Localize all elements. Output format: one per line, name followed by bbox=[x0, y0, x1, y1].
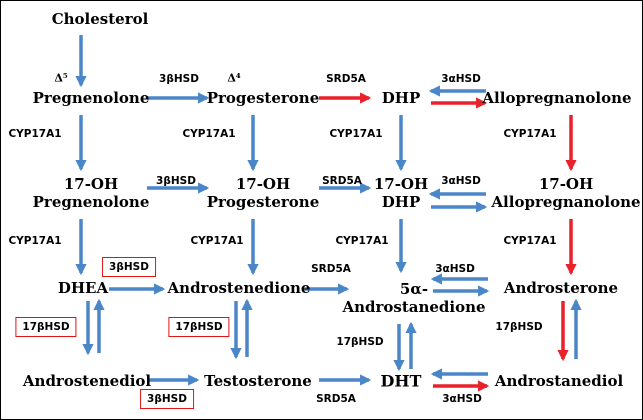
node-17oh-pregnenolone-line1: 17-OH bbox=[63, 175, 119, 193]
enzyme-17bhsd-boxed-label: 17βHSD bbox=[168, 317, 230, 337]
node-pregnenolone: Pregnenolone bbox=[32, 89, 150, 107]
node-androstenedione: Androstenedione bbox=[167, 279, 311, 297]
node-5a-androstanedione-line2: Androstanedione bbox=[342, 298, 486, 316]
enzyme-17bhsd-label: 17βHSD bbox=[495, 321, 543, 333]
node-17oh-pregnenolone-line2: Pregnenolone bbox=[32, 193, 150, 211]
node-dhp: DHP bbox=[381, 89, 421, 107]
enzyme-cyp17a1-label: CYP17A1 bbox=[503, 128, 557, 140]
node-5a-androstanedione: 5α- Androstanedione bbox=[342, 280, 485, 316]
delta4-label: Δ⁴ bbox=[227, 71, 241, 85]
node-17oh-allopregnanolone: 17-OH Allopregnanolone bbox=[491, 175, 640, 211]
enzyme-17bhsd-boxed-label: 17βHSD bbox=[15, 317, 77, 337]
node-17oh-dhp: 17-OH DHP bbox=[374, 175, 428, 211]
node-17oh-progesterone-line1: 17-OH bbox=[235, 175, 291, 193]
enzyme-cyp17a1-label: CYP17A1 bbox=[182, 128, 236, 140]
node-androstanediol: Androstanediol bbox=[494, 372, 624, 390]
enzyme-3ahsd-label: 3αHSD bbox=[442, 393, 482, 405]
node-cholesterol: Cholesterol bbox=[51, 10, 149, 28]
enzyme-cyp17a1-label: CYP17A1 bbox=[503, 235, 557, 247]
enzyme-17bhsd-label: 17βHSD bbox=[336, 336, 384, 348]
node-17oh-progesterone: 17-OH Progesterone bbox=[207, 175, 320, 211]
enzyme-srd5a-label: SRD5A bbox=[311, 263, 351, 275]
node-17oh-dhp-line2: DHP bbox=[381, 193, 421, 211]
enzyme-cyp17a1-label: CYP17A1 bbox=[329, 128, 383, 140]
enzyme-cyp17a1-label: CYP17A1 bbox=[335, 235, 389, 247]
enzyme-cyp17a1-label: CYP17A1 bbox=[8, 235, 62, 247]
node-17oh-pregnenolone: 17-OH Pregnenolone bbox=[33, 175, 150, 211]
enzyme-3bhsd-label: 3βHSD bbox=[156, 175, 196, 187]
delta5-label: Δ⁵ bbox=[54, 71, 68, 85]
enzyme-srd5a-label: SRD5A bbox=[326, 73, 366, 85]
enzyme-3bhsd-label: 3βHSD bbox=[159, 73, 199, 85]
enzyme-3bhsd-boxed-label: 3βHSD bbox=[102, 257, 156, 277]
enzyme-cyp17a1-label: CYP17A1 bbox=[190, 235, 244, 247]
node-5a-androstanedione-line1: 5α- bbox=[399, 280, 429, 298]
enzyme-srd5a-label: SRD5A bbox=[322, 175, 362, 187]
node-17oh-allopregnanolone-line2: Allopregnanolone bbox=[491, 193, 641, 211]
enzyme-3bhsd-boxed-label: 3βHSD bbox=[140, 389, 194, 409]
node-17oh-allopregnanolone-line1: 17-OH bbox=[538, 175, 594, 193]
enzyme-cyp17a1-label: CYP17A1 bbox=[8, 128, 62, 140]
node-dht: DHT bbox=[380, 371, 422, 391]
enzyme-3ahsd-label: 3αHSD bbox=[441, 73, 481, 85]
node-progesterone: Progesterone bbox=[206, 89, 320, 107]
enzyme-3ahsd-label: 3αHSD bbox=[441, 175, 481, 187]
enzyme-3ahsd-label: 3αHSD bbox=[435, 263, 475, 275]
enzyme-srd5a-label: SRD5A bbox=[316, 393, 356, 405]
node-dhea: DHEA bbox=[57, 279, 109, 297]
node-allopregnanolone: Allopregnanolone bbox=[482, 89, 632, 107]
node-androstenediol: Androstenediol bbox=[22, 372, 152, 390]
node-testosterone: Testosterone bbox=[204, 372, 312, 390]
node-17oh-dhp-line1: 17-OH bbox=[373, 175, 429, 193]
node-androsterone: Androsterone bbox=[503, 279, 619, 297]
node-17oh-progesterone-line2: Progesterone bbox=[206, 193, 320, 211]
